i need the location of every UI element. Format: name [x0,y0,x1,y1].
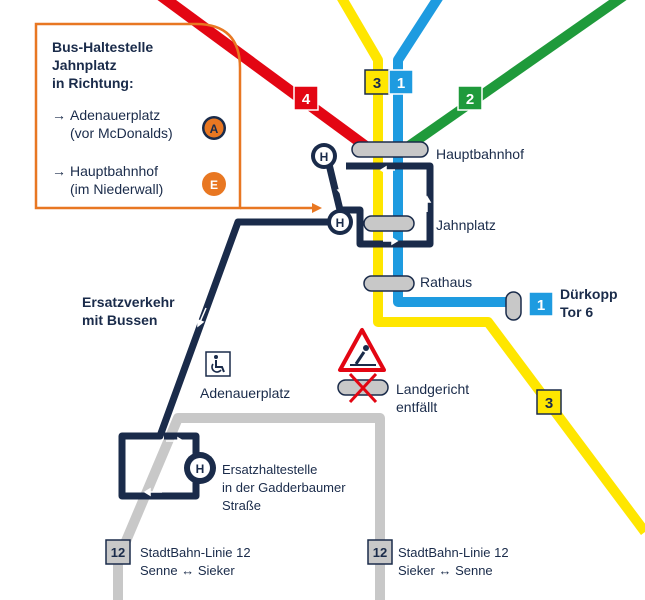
bus-label-1: Ersatzverkehr [82,294,175,310]
station-jahnplatz: Jahnplatz [436,217,496,233]
ersatz-label-3: Straße [222,498,261,513]
station-landgericht-note: entfällt [396,399,437,415]
svg-text:A: A [210,122,219,136]
bus-direction-arrows [143,165,432,497]
badge-line-2: 2 [457,85,483,111]
info-box-title-1: Bus-Haltestelle [52,39,153,55]
svg-text:12: 12 [373,545,387,560]
info-box-frame [34,22,316,210]
station-hauptbahnhof-marker [351,141,429,158]
station-landgericht: Landgericht [396,381,469,397]
station-adenauerplatz: Adenauerplatz [200,385,290,401]
svg-text:1: 1 [537,297,545,314]
line12-left-route: Senne ↔ Sieker [140,563,235,578]
bus-stop-icon-ersatz: H [184,452,216,484]
bus-stop-icon-hbf: H [311,143,337,169]
dest-a-detail: (vor McDonalds) [70,125,173,141]
svg-text:E: E [210,178,218,192]
station-rathaus: Rathaus [420,274,472,290]
line-2 [403,0,627,153]
dest-a-badge: A [202,116,226,140]
station-duerkopp-marker [505,291,522,321]
svg-text:12: 12 [111,545,125,560]
line12-left-name: StadtBahn-Linie 12 [140,545,251,560]
station-hauptbahnhof: Hauptbahnhof [436,146,524,162]
dest-a-arrow-icon: → [52,107,66,123]
badge-line-4: 4 [293,85,319,111]
badge-line-12-right: 12 [367,539,393,565]
bus-label-2: mit Bussen [82,312,157,328]
line-1 [393,0,512,307]
info-box-title-2: Jahnplatz [52,57,117,73]
svg-text:4: 4 [302,91,311,108]
station-duerkopp-1: Dürkopp [560,286,618,302]
badge-line-3-end: 3 [536,389,562,415]
info-box-title-3: in Richtung: [52,75,134,91]
station-duerkopp-2: Tor 6 [560,304,593,320]
line-12 [113,413,385,600]
badge-line-12-left: 12 [105,539,131,565]
badge-line-1-top: 1 [388,69,414,95]
svg-text:H: H [196,462,205,476]
closed-cross-icon [348,372,378,404]
svg-text:H: H [320,150,329,164]
dest-a-name: Adenauerplatz [70,107,160,123]
dest-e-badge: E [202,172,226,196]
line-4 [157,0,372,153]
roadworks-warning-icon [338,328,386,372]
ersatz-label-1: Ersatzhaltestelle [222,462,317,477]
line12-right-name: StadtBahn-Linie 12 [398,545,509,560]
svg-text:3: 3 [373,75,381,92]
svg-text:H: H [336,216,345,230]
svg-text:1: 1 [397,75,405,92]
badge-line-1-end: 1 [528,291,554,317]
station-jahnplatz-marker [363,215,415,232]
line12-right-route: Sieker ↔ Senne [398,563,493,578]
svg-text:3: 3 [545,395,553,412]
dest-e-arrow-icon: → [52,163,66,179]
badge-line-3-top: 3 [364,69,390,95]
dest-e-name: Hauptbahnhof [70,163,158,179]
bus-stop-icon-jahnplatz: H [327,209,353,235]
svg-text:2: 2 [466,91,474,108]
ersatz-label-2: in der Gadderbaumer [222,480,346,495]
station-rathaus-marker [363,275,415,292]
wheelchair-icon [205,351,231,377]
dest-e-detail: (im Niederwall) [70,181,163,197]
info-box-pointer-icon [312,203,322,213]
